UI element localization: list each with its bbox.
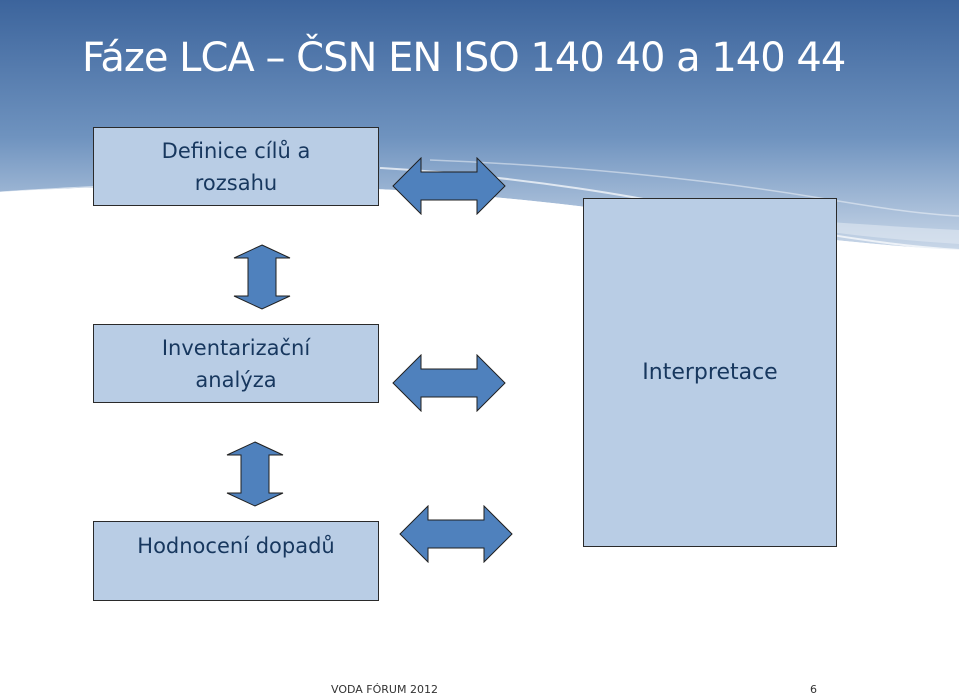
double-arrow-inventory-impact bbox=[226, 441, 284, 507]
interpretation-box: Interpretace bbox=[583, 198, 837, 547]
double-arrow-goal-interpretation bbox=[392, 157, 506, 215]
goal-scope-label-line2: rozsahu bbox=[194, 170, 278, 195]
goal-scope-box: Definice cílů a rozsahu bbox=[93, 127, 379, 206]
interpretation-label: Interpretace bbox=[642, 359, 778, 385]
double-arrow-impact-interpretation bbox=[399, 505, 513, 563]
footer-event-label: VODA FÓRUM 2012 bbox=[331, 683, 438, 696]
impact-assessment-box: Hodnocení dopadů bbox=[93, 521, 379, 601]
inventory-analysis-box: Inventarizační analýza bbox=[93, 324, 379, 403]
double-arrow-inventory-interpretation bbox=[392, 354, 506, 412]
double-arrow-goal-inventory bbox=[233, 244, 291, 310]
impact-label: Hodnocení dopadů bbox=[137, 534, 335, 558]
inventory-label-line2: analýza bbox=[195, 367, 277, 392]
page-number: 6 bbox=[810, 683, 817, 696]
goal-scope-label-line1: Definice cílů a bbox=[161, 138, 311, 163]
slide-title: Fáze LCA – ČSN EN ISO 140 40 a 140 44 bbox=[82, 35, 846, 81]
inventory-label-line1: Inventarizační bbox=[161, 335, 311, 360]
